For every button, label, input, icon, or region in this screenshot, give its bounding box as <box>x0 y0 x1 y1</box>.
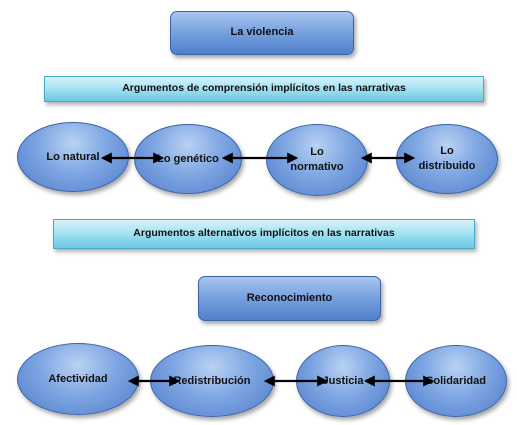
banner-alternativos: Argumentos alternativos implícitos en la… <box>53 219 475 249</box>
ellipse-redistribucion: Redistribución <box>150 345 274 417</box>
ellipse-solidaridad-label: Solidaridad <box>426 374 486 387</box>
ellipse-lo-normativo-label: Lo normativo <box>290 146 344 173</box>
title-box: La violencia <box>170 11 354 55</box>
ellipse-justicia-label: Justicia <box>322 374 364 387</box>
ellipse-lo-natural-label: Lo natural <box>46 150 100 163</box>
ellipse-lo-natural: Lo natural <box>17 122 129 192</box>
ellipse-redistribucion-label: Redistribución <box>173 374 251 387</box>
banner-comprension-label: Argumentos de comprensión implícitos en … <box>122 82 406 95</box>
reconocimiento-box: Reconocimiento <box>198 276 381 321</box>
ellipse-lo-distribuido-label: Lo distribuido <box>418 145 476 172</box>
banner-alternativos-label: Argumentos alternativos implícitos en la… <box>133 227 395 240</box>
ellipse-afectividad-label: Afectividad <box>48 372 108 385</box>
reconocimiento-label: Reconocimiento <box>246 291 333 304</box>
banner-comprension: Argumentos de comprensión implícitos en … <box>44 76 484 102</box>
ellipse-afectividad: Afectividad <box>17 343 139 415</box>
ellipse-lo-genetico-label: Lo genético <box>157 152 219 165</box>
title-label: La violencia <box>230 26 294 39</box>
